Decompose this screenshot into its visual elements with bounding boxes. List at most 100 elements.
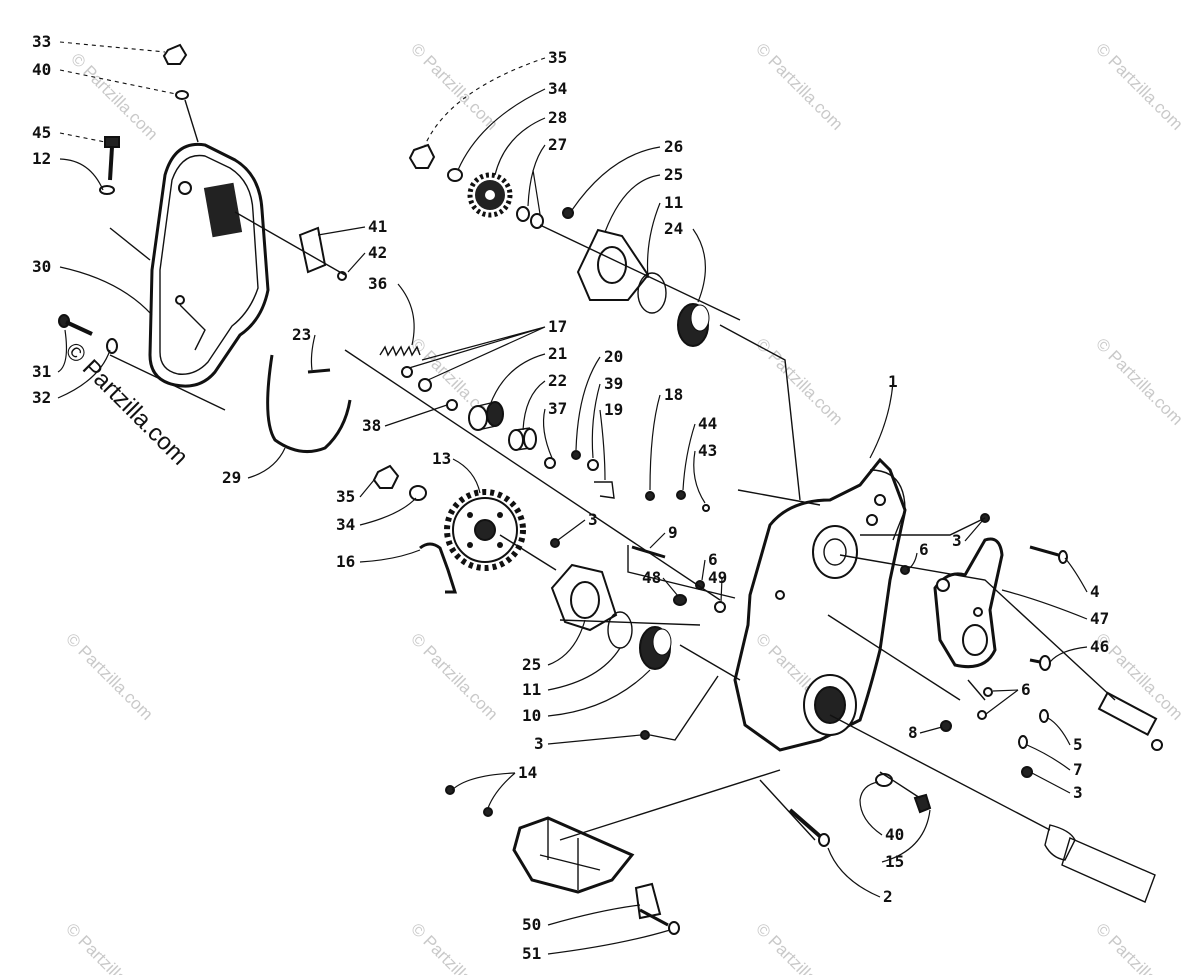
nut-20 [571, 450, 581, 460]
callout-12: 12 [32, 149, 51, 168]
watermark-corner: © Partzilla.com [60, 337, 193, 470]
washer-17a [401, 366, 413, 378]
callout-5: 5 [1073, 735, 1083, 754]
cap-nut-33 [162, 43, 188, 65]
callout-50: 50 [522, 915, 541, 934]
callout-36: 36 [368, 274, 387, 293]
callout-40-lower: 40 [885, 825, 904, 844]
callout-37: 37 [548, 399, 567, 418]
watermark: © Partzilla.com [67, 49, 161, 143]
callout-43: 43 [698, 441, 717, 460]
callout-23: 23 [292, 325, 311, 344]
callout-6-upper: 6 [919, 540, 929, 559]
watermark: © Partzilla.com [1092, 334, 1186, 428]
washer-14 [483, 807, 493, 817]
nut-35-lower [372, 464, 400, 489]
washer-34-lower [409, 485, 427, 501]
washer-27a [516, 206, 530, 222]
callout-24: 24 [664, 219, 683, 238]
snap-ring-11 [637, 272, 667, 314]
watermark: © Partzilla.com [752, 334, 846, 428]
tension-adjuster [1044, 824, 1156, 903]
pin-23 [307, 368, 331, 374]
washer-40 [175, 90, 189, 100]
sprocket-13 [444, 489, 526, 571]
washer-39 [587, 459, 599, 471]
bolt-4 [1029, 545, 1068, 564]
callout-34: 34 [548, 79, 567, 98]
watermark-layer: © Partzilla.com © Partzilla.com © Partzi… [60, 39, 1187, 975]
watermark: © Partzilla.com [752, 919, 846, 975]
nut-26 [562, 207, 574, 219]
watermark: © Partzilla.com [1092, 919, 1186, 975]
callout-35-lower: 35 [336, 487, 355, 506]
callout-25-lower: 25 [522, 655, 541, 674]
callout-3-mid: 3 [588, 510, 598, 529]
part-drawings [58, 43, 1163, 935]
chaincase-cover [148, 142, 270, 388]
washer-6-lower [983, 687, 993, 697]
nut-18 [645, 491, 655, 501]
callout-11: 11 [664, 193, 683, 212]
callout-26: 26 [664, 137, 683, 156]
bolt-5-head [1039, 709, 1049, 723]
callout-3-upper-right: 3 [952, 531, 962, 550]
callout-44: 44 [698, 414, 717, 433]
sprocket-28 [467, 172, 513, 218]
watermark: © Partzilla.com [407, 629, 501, 723]
callout-6-lower: 6 [1021, 680, 1031, 699]
fitting-right [1097, 691, 1163, 751]
washer-38 [446, 399, 458, 411]
sleeve-22 [508, 427, 537, 451]
callout-30: 30 [32, 257, 51, 276]
callout-16: 16 [336, 552, 355, 571]
callout-38: 38 [362, 416, 381, 435]
callout-14: 14 [518, 763, 537, 782]
bolt-15 [913, 793, 932, 814]
bracket-19 [594, 481, 615, 499]
washer-17b [418, 378, 432, 392]
watermark: © Partzilla.com [1092, 39, 1186, 133]
chain-16 [419, 542, 458, 594]
callout-21: 21 [548, 344, 567, 363]
callout-15: 15 [885, 852, 904, 871]
callout-49: 49 [708, 568, 727, 587]
callout-28: 28 [548, 108, 567, 127]
nut-3-bottom [445, 785, 455, 795]
watermark: © Partzilla.com [407, 919, 501, 975]
callout-9: 9 [668, 523, 678, 542]
washer-27b [530, 213, 544, 229]
cable-29 [266, 354, 352, 454]
callout-47: 47 [1090, 609, 1109, 628]
callout-22: 22 [548, 371, 567, 390]
callout-42: 42 [368, 243, 387, 262]
callout-40: 40 [32, 60, 51, 79]
callout-48: 48 [642, 568, 661, 587]
bolt-7-head [1018, 735, 1028, 749]
washer-43 [702, 504, 710, 512]
callout-labels: 33 40 45 12 30 31 32 41 42 36 23 29 35 3… [32, 32, 1109, 963]
bolt-46 [1029, 655, 1051, 671]
nut-3-lower-right [1021, 766, 1033, 778]
nut-35 [408, 143, 436, 169]
bolt-48 [673, 594, 687, 606]
leader-lines [57, 41, 1088, 955]
bushing-21 [468, 401, 504, 431]
callout-4: 4 [1090, 582, 1100, 601]
snap-ring-11-lower [607, 611, 633, 649]
bearing-flange-25-lower [550, 563, 618, 632]
washer-49 [714, 601, 726, 613]
callout-13: 13 [432, 449, 451, 468]
bolt-31 [58, 314, 93, 336]
chaincase-housing-1 [733, 457, 907, 752]
callout-29: 29 [222, 468, 241, 487]
callout-39: 39 [604, 374, 623, 393]
callout-6-mid: 6 [708, 550, 718, 569]
plate-41 [298, 226, 327, 274]
watermark: © Partzilla.com [62, 629, 156, 723]
callout-35: 35 [548, 48, 567, 67]
washer-40-lower [875, 773, 893, 787]
bracket-47 [933, 537, 1004, 669]
